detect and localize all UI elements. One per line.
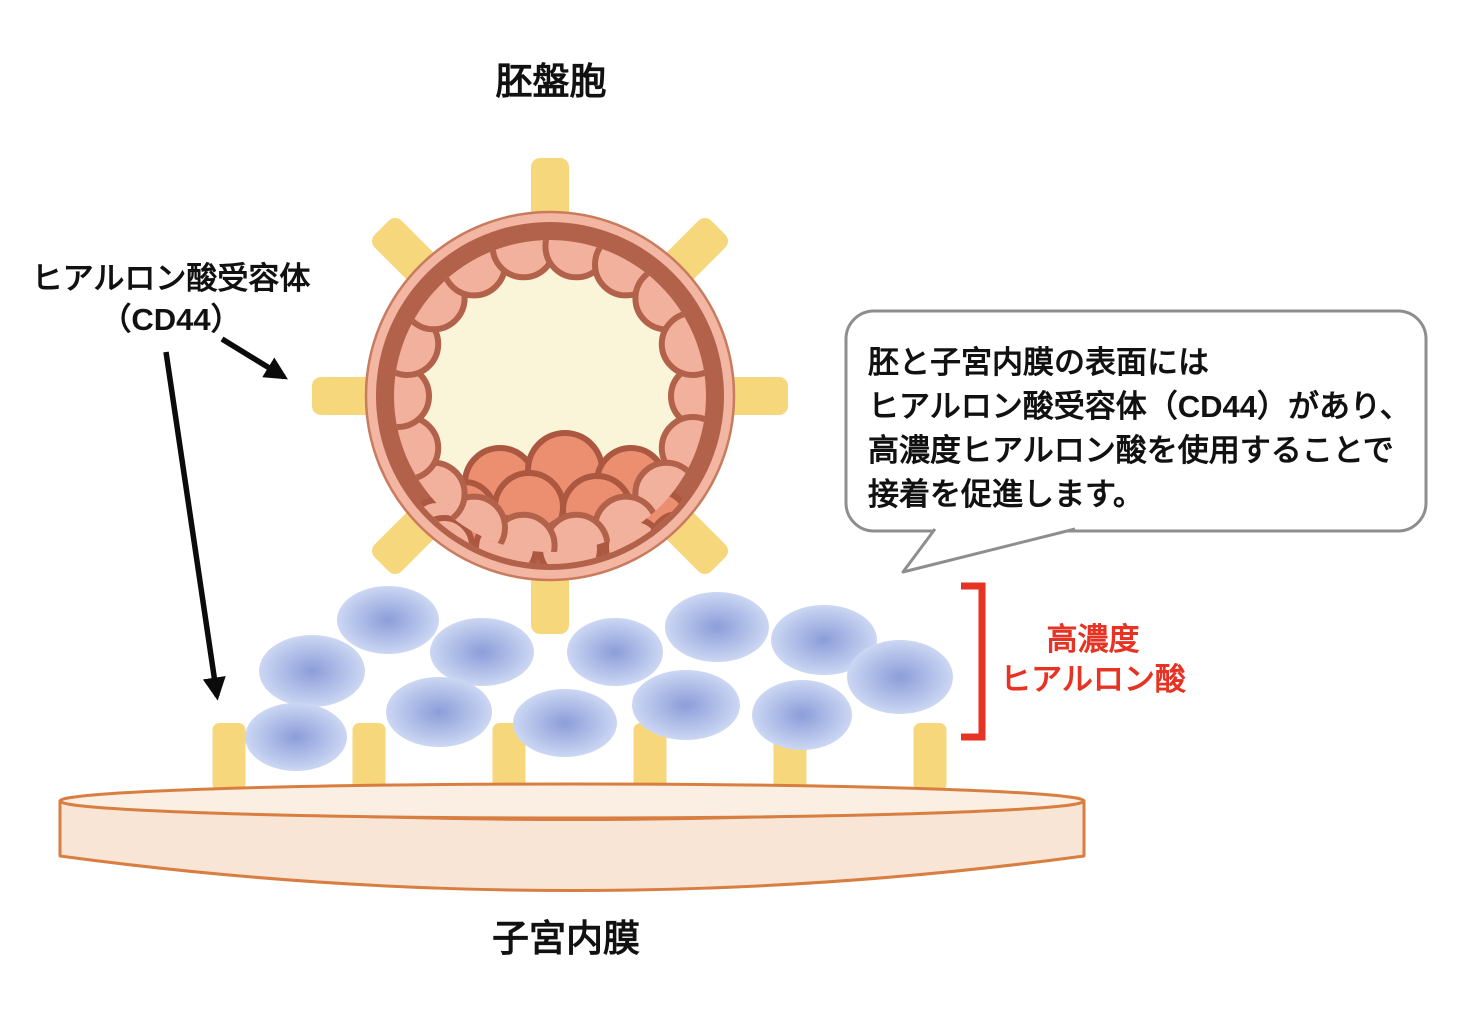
receptor-label: ヒアルロン酸受容体 （CD44） — [18, 258, 324, 340]
receptor-tab — [633, 723, 667, 791]
ha-label-line1: 高濃度 — [1046, 622, 1140, 657]
hyaluronic-acid-blob — [513, 689, 617, 757]
endometrium-top-surface — [58, 782, 1086, 820]
hyaluronic-acid-blob — [386, 677, 492, 747]
speech-bubble-line2: ヒアルロン酸受容体（CD44）があり、 — [868, 389, 1411, 424]
hyaluronic-acid-blob — [337, 586, 439, 654]
receptor-tab — [352, 723, 386, 791]
receptor-tab — [212, 723, 246, 791]
hyaluronic-acid-blob — [430, 618, 534, 686]
endometrium-disc — [58, 782, 1086, 892]
speech-bubble-line1: 胚と子宮内膜の表面には — [868, 345, 1209, 380]
hyaluronic-acid-blob — [771, 605, 877, 675]
receptor-tab — [913, 723, 947, 791]
annotation-arrows — [163, 336, 288, 701]
high-concentration-ha-label: 高濃度 ヒアルロン酸 — [993, 620, 1193, 700]
hyaluronic-acid-blobs — [245, 586, 953, 771]
receptor-label-line1: ヒアルロン酸受容体 — [31, 261, 311, 296]
blastocyst-figure — [312, 158, 788, 634]
speech-bubble-body — [844, 309, 1428, 533]
hyaluronic-acid-blob — [632, 670, 740, 740]
speech-bubble — [844, 309, 1428, 574]
speech-bubble-text: 胚と子宮内膜の表面には ヒアルロン酸受容体（CD44）があり、 高濃度ヒアルロン… — [868, 341, 1413, 517]
hyaluronic-acid-blob — [245, 703, 347, 771]
receptor-label-line2: （CD44） — [100, 302, 242, 337]
speech-bubble-tail — [901, 527, 1076, 574]
hyaluronic-acid-blob — [259, 635, 365, 707]
ha-label-line2: ヒアルロン酸 — [1000, 662, 1186, 697]
speech-bubble-line4: 接着を促進します。 — [868, 477, 1144, 512]
arrow-to-blastocyst-receptor — [220, 336, 288, 380]
hyaluronic-acid-blob — [847, 640, 953, 714]
arrow-to-endometrium-receptor — [163, 351, 226, 701]
endometrium-receptor-tabs — [212, 723, 947, 791]
hyaluronic-acid-blob — [567, 618, 663, 686]
hyaluronic-acid-blob — [665, 592, 769, 662]
blastocyst-title: 胚盤胞 — [495, 61, 607, 102]
concentration-bracket — [961, 582, 986, 741]
speech-bubble-line3: 高濃度ヒアルロン酸を使用することで — [868, 433, 1394, 468]
receptor-tab — [492, 723, 526, 791]
hyaluronic-acid-blob — [752, 680, 852, 750]
endometrium-label: 子宮内膜 — [492, 918, 640, 959]
